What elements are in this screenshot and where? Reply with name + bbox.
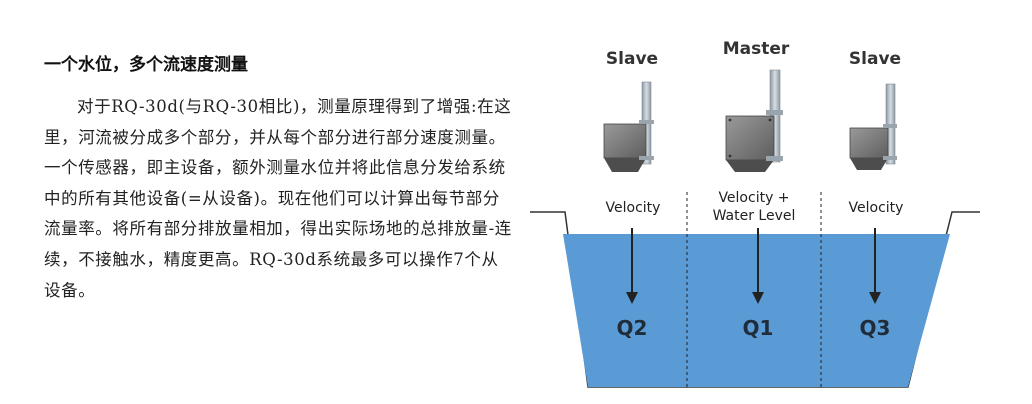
description-text-block: 一个水位，多个流速度测量 对于RQ-30d(与RQ-30相比)，测量原理得到了增… — [44, 52, 514, 306]
flow-label-q3: Q3 — [860, 316, 891, 340]
role-label-master: Master — [723, 39, 790, 59]
flow-label-q2: Q2 — [617, 316, 648, 340]
water-body — [563, 234, 950, 387]
flow-arrow-master — [752, 228, 764, 304]
flow-arrow-right — [869, 228, 881, 304]
measurement-label-right: Velocity — [849, 200, 904, 216]
section-heading: 一个水位，多个流速度测量 — [44, 55, 248, 75]
flow-label-q1: Q1 — [743, 316, 774, 340]
measurement-label-left: Velocity — [606, 200, 661, 216]
slave-sensor-right — [849, 83, 897, 170]
role-label-right: Slave — [849, 49, 901, 69]
master-sensor — [725, 69, 783, 172]
river-section-diagram: Slave Master Slave Velocity Velocity + W… — [522, 24, 1032, 404]
measurement-label-master-1: Velocity + — [718, 190, 789, 206]
measurement-label-master-2: Water Level — [713, 208, 796, 224]
role-label-left: Slave — [606, 49, 658, 69]
slave-sensor-left — [603, 81, 654, 172]
flow-arrow-left — [626, 228, 638, 304]
description-paragraph: 对于RQ-30d(与RQ-30相比)，测量原理得到了增强:在这里，河流被分成多个… — [44, 97, 512, 300]
diagram-svg: Slave Master Slave Velocity Velocity + W… — [530, 39, 980, 388]
